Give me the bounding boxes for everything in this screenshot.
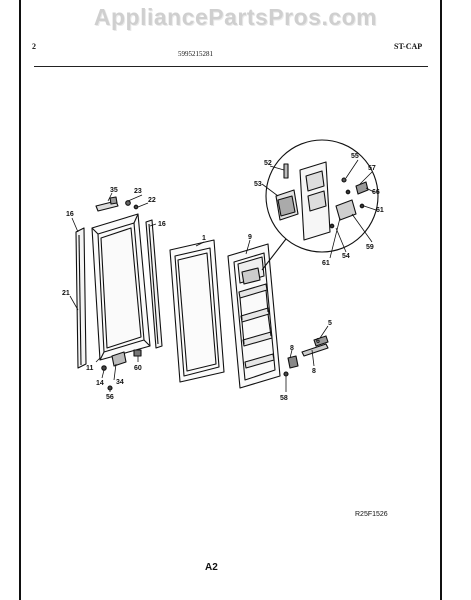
callout-55: 55 [351, 153, 359, 160]
callout-22: 22 [148, 197, 156, 204]
part-9-inner-door-panel [227, 243, 281, 389]
callout-leaders [69, 159, 377, 392]
callout-1: 1 [202, 235, 206, 242]
part-1-door-liner [169, 239, 225, 383]
callout-6: 6 [316, 338, 320, 345]
callout-56: 56 [106, 394, 114, 401]
part-code: 5995215281 [178, 50, 213, 58]
top-hinge-hardware [95, 196, 139, 212]
callout-21: 21 [62, 290, 70, 297]
callout-53: 53 [254, 181, 262, 188]
page-number: 2 [32, 42, 36, 51]
callout-66: 66 [372, 189, 380, 196]
callout-9: 9 [248, 234, 252, 241]
header-rule [34, 66, 428, 67]
part-11-door-frame [91, 213, 151, 361]
callout-61-right: 61 [376, 207, 384, 214]
callout-16-left: 16 [66, 211, 74, 218]
door-handle-hardware [283, 335, 329, 377]
callout-5: 5 [328, 320, 332, 327]
callout-16-right: 16 [158, 221, 166, 228]
callout-8-lower: 8 [312, 368, 316, 375]
left-border [19, 0, 21, 600]
watermark: AppliancePartsPros.com [93, 4, 378, 30]
callout-35: 35 [110, 187, 118, 194]
bottom-hinge-hardware [101, 349, 142, 391]
callout-54: 54 [342, 253, 350, 260]
callout-23: 23 [134, 188, 142, 195]
detail-circle [265, 139, 379, 253]
callout-34: 34 [116, 379, 124, 386]
callout-11: 11 [86, 365, 94, 372]
callout-labels: 16 21 11 16 35 23 22 1 9 52 53 55 57 66 … [62, 153, 384, 402]
callout-60: 60 [134, 365, 142, 372]
part-21-trim-strip [75, 227, 87, 369]
callout-57: 57 [368, 165, 376, 172]
callout-58: 58 [280, 395, 288, 402]
callout-8-upper: 8 [290, 345, 294, 352]
callout-59: 59 [366, 244, 374, 251]
page-label: A2 [205, 562, 218, 573]
part-16-vertical-strip [145, 219, 163, 349]
callout-52: 52 [264, 160, 272, 167]
callout-61-left: 61 [322, 260, 330, 267]
drawing-reference: R25F1526 [355, 511, 388, 518]
model-code: ST-CAP [394, 42, 423, 51]
right-border [440, 0, 442, 600]
callout-14: 14 [96, 380, 104, 387]
